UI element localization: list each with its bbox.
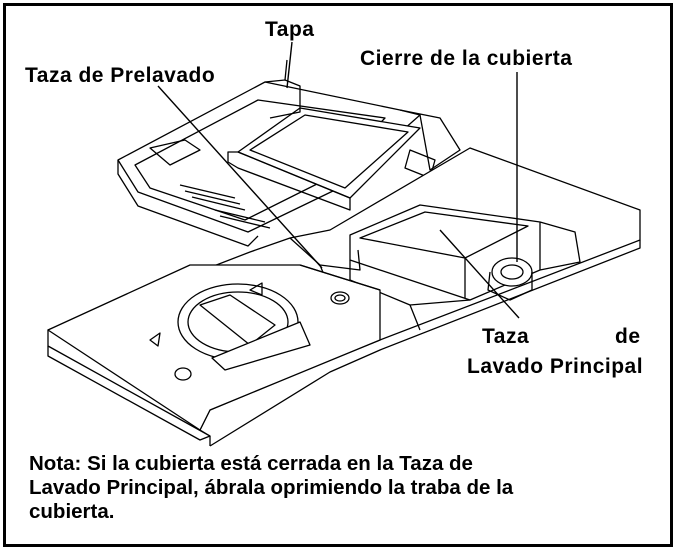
note-line-2: Lavado Principal, ábrala oprimiendo la t… [29, 476, 514, 499]
label-taza-lavado-1: Taza [482, 325, 530, 348]
note-line-3: cubierta. [29, 500, 115, 523]
cover-latch [491, 257, 533, 287]
label-taza-lavado-3: Lavado Principal [467, 355, 644, 378]
leader-taza-prelavado [157, 85, 323, 269]
leader-taza-lavado-principal [439, 229, 520, 319]
leader-tapa [286, 41, 293, 89]
note-text: Nota: Si la cubierta está cerrada en la … [29, 452, 659, 524]
label-tapa: Tapa [265, 18, 315, 41]
label-cierre-cubierta: Cierre de la cubierta [360, 47, 573, 70]
label-taza-lavado-2: de [615, 325, 641, 348]
note-line-1: Nota: Si la cubierta está cerrada en la … [29, 452, 473, 475]
label-taza-prelavado: Taza de Prelavado [25, 64, 216, 87]
